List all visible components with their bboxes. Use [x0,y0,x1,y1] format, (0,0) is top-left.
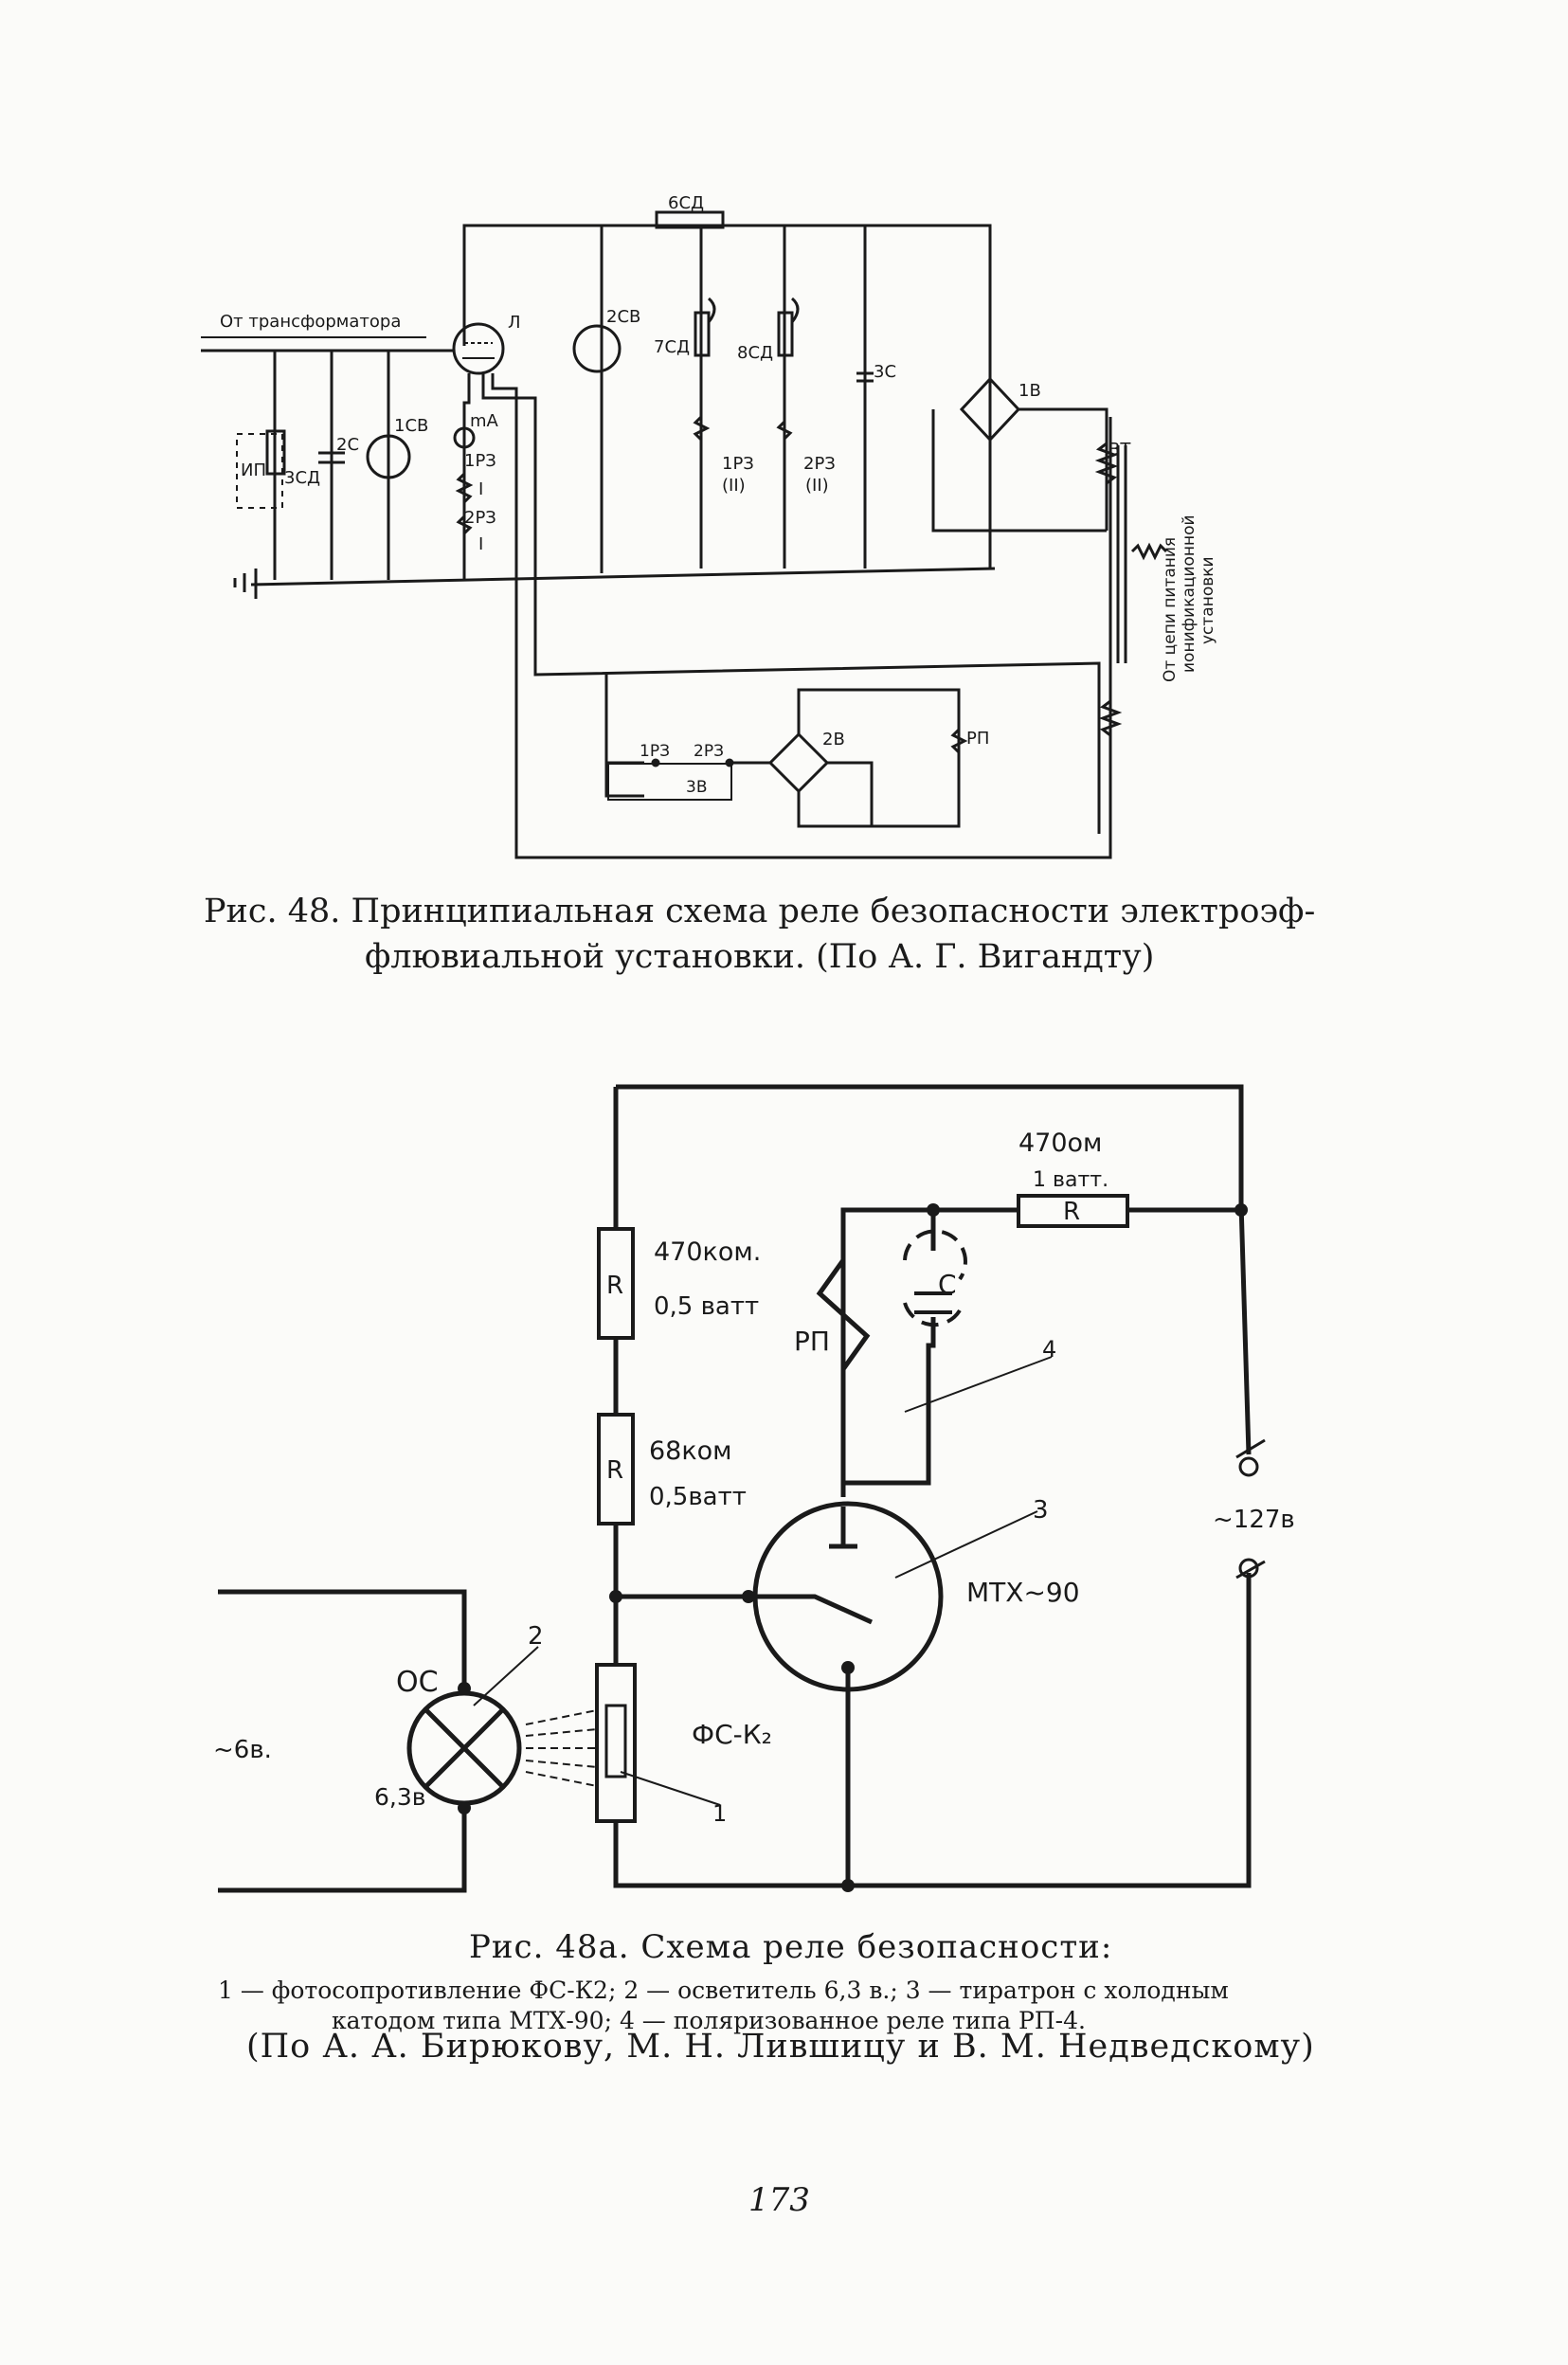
label-i-1: I [478,479,483,499]
label-1-watt: 1 ватт. [1033,1168,1108,1192]
cell-1sv [366,434,411,479]
label-1: 1 [712,1800,727,1827]
label-i-2: I [478,534,483,554]
label-ma: mA [470,411,499,431]
label-6sd: 6СД [668,193,704,213]
label-1rz-ii: 1РЗ [722,454,754,474]
label-3: 3 [1033,1496,1049,1525]
label-mtx90: МТХ~90 [966,1577,1080,1608]
label-3sd: 3СД [284,468,320,488]
label-4: 4 [1042,1336,1056,1363]
label-os: ОС [396,1666,439,1699]
caption-48-prefix: Рис. 48. [204,893,341,930]
relay-block [607,763,732,801]
figure-48-caption: Рис. 48. Принципиальная схема реле безоп… [204,889,1341,980]
label-470-ohm: 470ом [1018,1128,1102,1158]
tube-l [452,322,505,375]
label-2v: 2В [822,730,845,749]
label-1v: 1В [1018,381,1041,401]
cell-2sv [572,324,622,373]
meter-ma [453,426,476,449]
label-470-kom-watt: 0,5 ватт [654,1292,759,1321]
label-from-transformer: От трансформатора [220,312,401,332]
label-ii-b: (II) [805,476,829,496]
resistor-6sd [655,210,725,229]
label-7sd: 7СД [654,337,690,357]
label-2rz-lower: 2РЗ [694,742,724,761]
relay-rp-coil [816,1258,871,1371]
label-2rz-ii: 2РЗ [803,454,836,474]
label-127v: ~127в [1213,1506,1295,1534]
label-rp-upper: РП [966,729,989,749]
figure-48a-legend: 1 — фотосопротивление ФС-К2; 2 — осветит… [218,1976,1355,2036]
label-2rz: 2РЗ [464,508,496,528]
legend-line1: 1 — фотосопротивление ФС-К2; 2 — осветит… [218,1977,1229,2004]
junction-dots [458,1203,1259,1892]
label-l: Л [508,313,521,333]
label-rp: РП [794,1326,830,1357]
resistor-3sd [265,429,286,476]
resistor-7sd [694,311,711,357]
photoresistor-fs-k2 [595,1663,637,1823]
label-vt: ВТ [1108,440,1131,460]
label-r-68k: R [606,1456,623,1485]
label-r-470k: R [606,1272,623,1300]
label-c: С [938,1269,957,1300]
legend-line2: катодом типа МТХ-90; 4 — поляризованное … [332,2007,1086,2034]
label-470-kom: 470ком. [654,1237,761,1267]
label-supply-3: установки [1199,556,1217,644]
label-68-kom: 68ком [649,1436,732,1466]
label-8sd: 8СД [737,343,773,363]
label-3s: 3С [874,362,896,382]
figure-48a-title: Рис. 48а. Схема реле безопасности: [469,1928,1113,1966]
label-fs-k2: ФС-К₂ [692,1719,772,1750]
label-2sv: 2СВ [606,307,640,327]
label-6v: ~6в. [213,1736,272,1764]
figure-48a-labels: 470ом 1 ватт. R R 470ком. 0,5 ватт R 68к… [213,1128,1295,1827]
label-supply-2: ионификационной [1180,515,1199,673]
label-1sv: 1СВ [394,416,428,436]
label-2s: 2С [336,435,359,455]
label-r-top: R [1063,1198,1080,1226]
page-number: 173 [748,2181,810,2219]
label-2: 2 [528,1622,544,1651]
label-3v: 3В [686,778,707,797]
label-supply-1: От цепи питания [1161,537,1180,682]
figure-48-schematic [201,210,1168,859]
label-ii-a: (II) [722,476,746,496]
figure-48-labels: От трансформатора Л 6СД 2СВ 7СД 8СД 3С 1… [220,193,1217,797]
caption-48-line1: Принципиальная схема реле безопасности э… [351,893,1316,930]
figure-48a-credit: (По А. А. Бирюкову, М. Н. Лившицу и В. М… [246,2028,1315,2066]
label-1rz-lower: 1РЗ [640,742,670,761]
label-ip: ИП [241,460,266,480]
label-6-3v: 6,3в [374,1783,426,1811]
label-68-kom-watt: 0,5ватт [649,1483,747,1511]
ip-box [236,433,283,509]
resistor-8sd [777,311,794,357]
label-1rz: 1РЗ [464,451,496,471]
bridge-2v [767,731,830,794]
caption-48-line2: флювиальной установки. (По А. Г. Вигандт… [365,938,1155,976]
